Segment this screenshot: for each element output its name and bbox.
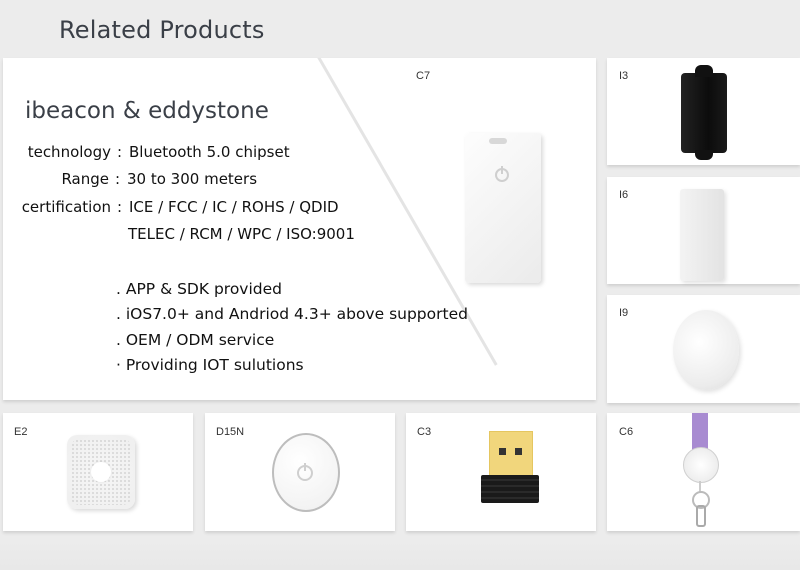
badge-reel bbox=[683, 447, 719, 483]
spec-colon: : bbox=[117, 198, 123, 216]
power-icon bbox=[495, 166, 509, 182]
product-code-c7: C7 bbox=[416, 70, 431, 82]
spec-value: Bluetooth 5.0 chipset bbox=[129, 143, 290, 161]
spec-label: Range bbox=[61, 170, 109, 188]
product-card-e2[interactable]: E2 bbox=[3, 413, 193, 531]
spec-value: ICE / FCC / IC / ROHS / QDID bbox=[129, 198, 339, 216]
feature-item: . APP & SDK provided bbox=[116, 280, 283, 298]
e2-gateway-image bbox=[67, 435, 135, 509]
featured-product-panel[interactable]: ibeacon & eddystone technology : Bluetoo… bbox=[3, 58, 596, 400]
c3-usb-dongle-image bbox=[481, 431, 539, 509]
spec-value: 30 to 300 meters bbox=[127, 170, 258, 188]
spec-value: TELEC / RCM / WPC / ISO:9001 bbox=[128, 225, 355, 243]
spec-row-certification-cont: TELEC / RCM / WPC / ISO:9001 bbox=[128, 225, 355, 243]
product-code: E2 bbox=[14, 426, 28, 438]
dongle-body bbox=[481, 475, 539, 503]
product-card-d15n[interactable]: D15N bbox=[205, 413, 395, 531]
feature-item: · Providing IOT sulutions bbox=[116, 356, 304, 374]
product-code: I6 bbox=[619, 189, 629, 201]
spec-label: certification bbox=[21, 198, 111, 216]
snap-clip bbox=[696, 505, 706, 527]
i3-beacon-image bbox=[681, 65, 727, 160]
c6-badge-reel-image bbox=[683, 413, 723, 527]
i9-beacon-image bbox=[673, 310, 739, 390]
product-card-c3[interactable]: C3 bbox=[406, 413, 596, 531]
i6-beacon-image bbox=[680, 189, 724, 281]
reel-cord bbox=[699, 481, 701, 493]
power-icon bbox=[297, 463, 313, 481]
footer-band bbox=[0, 540, 800, 570]
product-card-i3[interactable]: I3 bbox=[607, 58, 800, 165]
center-button bbox=[91, 462, 111, 482]
d15n-beacon-image bbox=[272, 433, 340, 512]
feature-item: . OEM / ODM service bbox=[116, 331, 275, 349]
feature-item: . iOS7.0+ and Andriod 4.3+ above support… bbox=[116, 305, 468, 323]
spec-colon: : bbox=[117, 143, 123, 161]
spec-colon: : bbox=[115, 170, 121, 188]
lanyard-slot bbox=[489, 138, 507, 144]
product-code: C3 bbox=[417, 426, 432, 438]
product-card-c6[interactable]: C6 bbox=[607, 413, 800, 531]
c7-card-beacon-image[interactable] bbox=[465, 133, 541, 283]
usb-connector bbox=[489, 431, 533, 477]
product-code: C6 bbox=[619, 426, 634, 438]
product-card-i6[interactable]: I6 bbox=[607, 177, 800, 284]
product-card-i9[interactable]: I9 bbox=[607, 295, 800, 403]
product-code: D15N bbox=[216, 426, 245, 438]
product-line-title: ibeacon & eddystone bbox=[25, 98, 269, 124]
product-code: I9 bbox=[619, 307, 629, 319]
product-code: I3 bbox=[619, 70, 629, 82]
key-ring bbox=[692, 491, 710, 509]
lanyard-strap bbox=[692, 413, 708, 451]
header: Related Products bbox=[0, 0, 800, 58]
page-title: Related Products bbox=[59, 16, 265, 44]
spec-label: technology bbox=[27, 143, 111, 161]
